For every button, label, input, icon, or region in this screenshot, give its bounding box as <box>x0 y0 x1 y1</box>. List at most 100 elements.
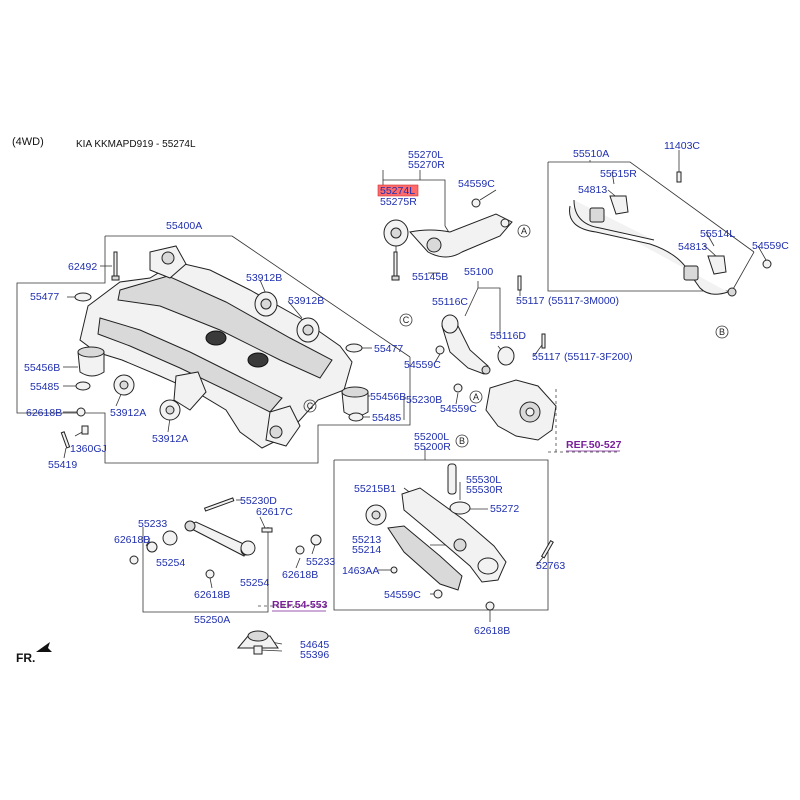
nut-62618b-assist-a[interactable] <box>129 555 139 565</box>
bolt-55419[interactable] <box>60 431 71 449</box>
label-52763[interactable]: 52763 <box>536 560 565 572</box>
nut-54559c-upper-arm-a[interactable] <box>435 345 445 355</box>
label-55250a[interactable]: 55250A <box>194 614 230 626</box>
washer-55233-right[interactable] <box>310 534 322 546</box>
label-54559c-d[interactable]: 54559C <box>440 403 477 415</box>
washer-55477-right[interactable] <box>345 343 363 353</box>
label-55116c[interactable]: 55116C <box>432 296 468 308</box>
label-53912a-b[interactable]: 53912A <box>152 433 188 445</box>
label-55396[interactable]: 55396 <box>300 649 329 661</box>
label-54559c-a[interactable]: 54559C <box>458 178 495 190</box>
mount-53912a-left[interactable] <box>113 374 135 396</box>
bushing-54813-left[interactable] <box>589 207 605 223</box>
nut-54559c-lower-arm[interactable] <box>433 589 443 599</box>
label-55270r[interactable]: 55270R <box>408 159 445 171</box>
spring-seat-55272[interactable] <box>449 501 471 515</box>
label-55485-b[interactable]: 55485 <box>372 412 401 424</box>
nut-54559c-trailing-arm[interactable] <box>471 198 481 208</box>
label-55200l[interactable]: 55200L <box>414 431 449 443</box>
label-62617c[interactable]: 62617C <box>256 506 293 518</box>
bolt-55117-lower[interactable] <box>541 333 546 349</box>
washer-55485-left[interactable] <box>75 381 91 391</box>
bushing-54813-right[interactable] <box>683 265 699 281</box>
nut-62618b-subframe[interactable] <box>76 407 86 417</box>
label-55456b-a[interactable]: 55456B <box>24 362 60 374</box>
upper-arm-55100[interactable] <box>441 321 491 375</box>
knuckle-carrier[interactable] <box>485 379 557 441</box>
cover-55213[interactable] <box>387 525 463 591</box>
label-55275r[interactable]: 55275R <box>380 196 417 208</box>
label-55213[interactable]: 55213 <box>352 534 381 546</box>
nut-54559c-upper-arm-b[interactable] <box>453 383 463 393</box>
washer-55485-right[interactable] <box>348 412 364 422</box>
label-55477-a[interactable]: 55477 <box>30 291 59 303</box>
bushing-55116d[interactable] <box>497 346 515 366</box>
label-54559c-b[interactable]: 54559C <box>752 240 789 252</box>
label-55254-a[interactable]: 55254 <box>156 557 185 569</box>
label-54559c-e[interactable]: 54559C <box>384 589 421 601</box>
label-55274l[interactable]: 55274L <box>380 185 415 197</box>
bushing-55116c[interactable] <box>441 314 459 334</box>
bushing-55274l[interactable] <box>383 219 409 247</box>
label-55233-b[interactable]: 55233 <box>306 556 335 568</box>
label-55100[interactable]: 55100 <box>464 266 493 278</box>
label-55117-b[interactable]: 55117 <box>532 351 561 363</box>
shock-mount-54645[interactable] <box>236 630 279 655</box>
bushing-55254-right[interactable] <box>240 540 256 556</box>
label-55485-a[interactable]: 55485 <box>30 381 59 393</box>
bolt-52763[interactable] <box>540 540 554 559</box>
label-54645[interactable]: 54645 <box>300 639 329 651</box>
screw-1463aa[interactable] <box>390 566 398 574</box>
nut-54559c-stabilizer[interactable] <box>762 259 772 269</box>
nut-62618b-assist-b[interactable] <box>295 545 305 555</box>
lower-arm-55200l[interactable] <box>401 487 507 583</box>
bolt-55117-upper[interactable] <box>517 275 522 291</box>
label-55510a[interactable]: 55510A <box>573 148 609 160</box>
rear-subframe[interactable] <box>79 245 353 449</box>
label-62618b-a[interactable]: 62618B <box>26 407 62 419</box>
bushing-55254-left[interactable] <box>162 530 178 546</box>
bushing-55456b-right[interactable] <box>341 386 369 417</box>
washer-55233-left[interactable] <box>146 541 158 553</box>
label-55419[interactable]: 55419 <box>48 459 77 471</box>
label-55530l[interactable]: 55530L <box>466 474 501 486</box>
trailing-arm-55270l[interactable] <box>409 213 513 258</box>
label-53912b-b[interactable]: 53912B <box>288 295 324 307</box>
label-55117-a[interactable]: 55117 <box>516 295 545 307</box>
label-55254-b[interactable]: 55254 <box>240 577 269 589</box>
label-54813-b[interactable]: 54813 <box>678 241 707 253</box>
ref-54-553-link[interactable]: REF.54-553 <box>272 599 328 611</box>
label-55400a[interactable]: 55400A <box>166 220 202 232</box>
label-62618b-e[interactable]: 62618B <box>194 589 230 601</box>
mount-53912a-right[interactable] <box>159 399 181 421</box>
label-55456b-b[interactable]: 55456B <box>370 391 406 403</box>
bolt-62617c[interactable] <box>261 527 273 533</box>
link-55530l[interactable] <box>447 463 457 495</box>
label-62618b-b[interactable]: 62618B <box>474 625 510 637</box>
label-55514l[interactable]: 55514L <box>700 228 735 240</box>
label-55477-b[interactable]: 55477 <box>374 343 403 355</box>
label-55233-a[interactable]: 55233 <box>138 518 167 530</box>
label-55230d[interactable]: 55230D <box>240 495 277 507</box>
label-53912a-a[interactable]: 53912A <box>110 407 146 419</box>
bolt-55230d[interactable] <box>203 497 235 512</box>
label-55200r[interactable]: 55200R <box>414 441 451 453</box>
label-55145b[interactable]: 55145B <box>412 271 448 283</box>
label-62618b-d[interactable]: 62618B <box>282 569 318 581</box>
mount-53912b-lower[interactable] <box>296 317 320 343</box>
clip-1360gj[interactable] <box>81 425 89 435</box>
bolt-62492[interactable] <box>111 251 120 281</box>
label-62492[interactable]: 62492 <box>68 261 97 273</box>
bushing-55456b-left[interactable] <box>77 346 105 377</box>
nut-62618b-lower-arm[interactable] <box>485 601 495 611</box>
label-55230b[interactable]: 55230B <box>406 394 442 406</box>
bracket-55514l[interactable] <box>707 255 727 275</box>
bracket-55515r[interactable] <box>609 195 629 215</box>
label-55116d[interactable]: 55116D <box>490 330 526 342</box>
label-55214[interactable]: 55214 <box>352 544 381 556</box>
label-55270l[interactable]: 55270L <box>408 149 443 161</box>
label-55515r[interactable]: 55515R <box>600 168 637 180</box>
label-62618b-c[interactable]: 62618B <box>114 534 150 546</box>
washer-55477-left[interactable] <box>74 292 92 302</box>
label-54813-a[interactable]: 54813 <box>578 184 607 196</box>
